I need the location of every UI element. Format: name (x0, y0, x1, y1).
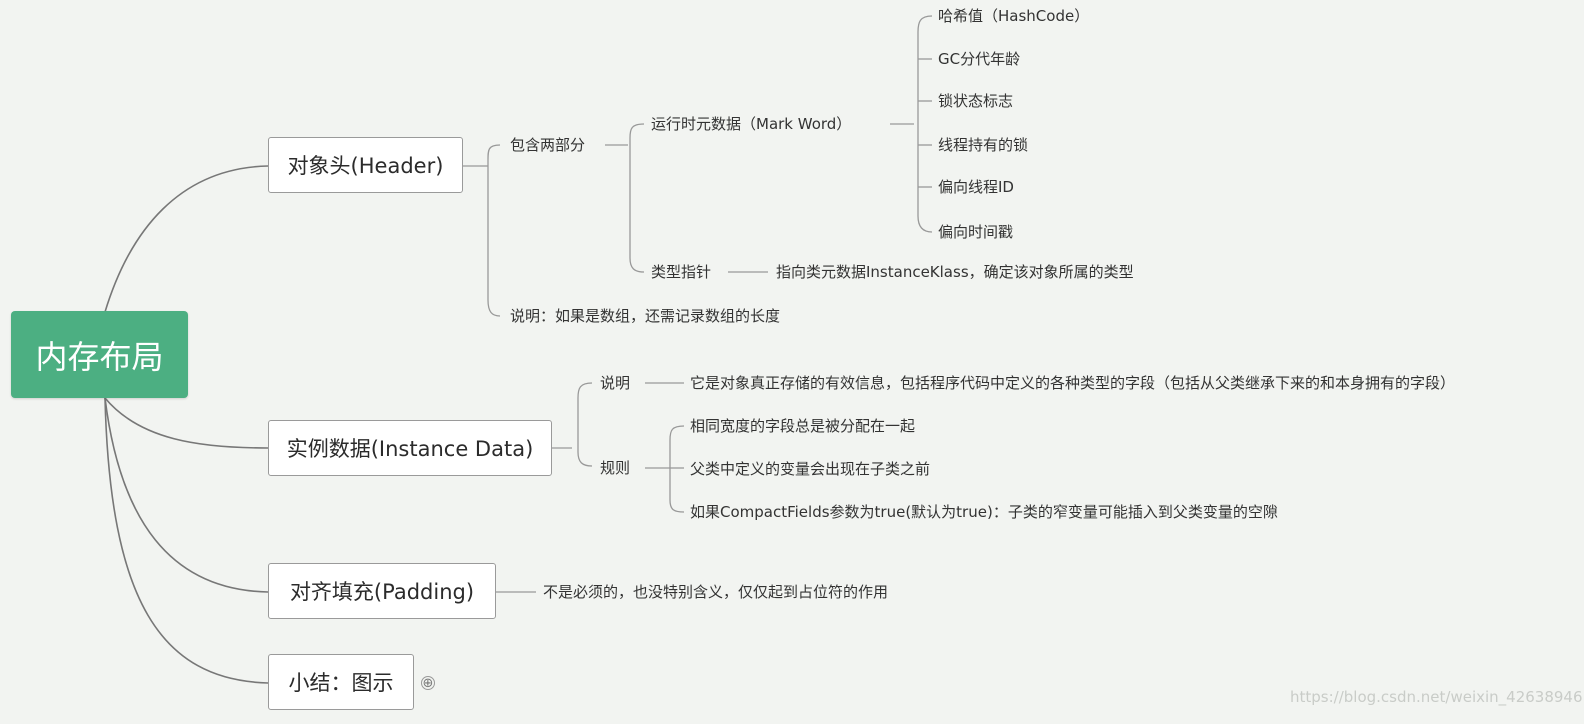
topic-padding[interactable]: 对齐填充(Padding) (268, 563, 496, 619)
topic-summary[interactable]: 小结：图示 (268, 654, 414, 710)
connector-root-padding (104, 397, 269, 593)
type-pointer-node[interactable]: 类型指针 (651, 263, 712, 281)
padding-desc[interactable]: 不是必须的，也没特别含义，仅仅起到占位符的作用 (543, 583, 889, 601)
type-pointer-desc[interactable]: 指向类元数据InstanceKlass，确定该对象所属的类型 (776, 263, 1134, 281)
root-topic[interactable]: 内存布局 (11, 311, 188, 398)
instance-desc-label[interactable]: 说明 (600, 374, 631, 392)
connector-root-header (104, 165, 269, 313)
mark-word-item-biased-epoch[interactable]: 偏向时间戳 (938, 223, 1014, 241)
mark-word-item-gc-age[interactable]: GC分代年龄 (938, 50, 1021, 68)
mark-word-node[interactable]: 运行时元数据（Mark Word） (651, 115, 852, 133)
mark-word-item-held-lock[interactable]: 线程持有的锁 (938, 136, 1029, 154)
instance-rules-label[interactable]: 规则 (600, 459, 631, 477)
connector-root-summary (104, 397, 269, 684)
instance-rule-3[interactable]: 如果CompactFields参数为true(默认为true)：子类的窄变量可能… (690, 503, 1278, 521)
topic-header[interactable]: 对象头(Header) (268, 137, 463, 193)
mark-word-item-lock-flag[interactable]: 锁状态标志 (938, 92, 1014, 110)
mark-word-item-biased-thread[interactable]: 偏向线程ID (938, 178, 1014, 196)
header-array-note[interactable]: 说明：如果是数组，还需记录数组的长度 (510, 307, 781, 325)
watermark: https://blog.csdn.net/weixin_42638946 (1290, 688, 1583, 706)
mark-word-item-hashcode[interactable]: 哈希值（HashCode） (938, 7, 1090, 25)
connector-root-instance (104, 397, 269, 449)
topic-instance-data[interactable]: 实例数据(Instance Data) (268, 420, 552, 476)
instance-rule-1[interactable]: 相同宽度的字段总是被分配在一起 (690, 417, 916, 435)
expand-plus-icon[interactable]: ⊕ (421, 676, 435, 691)
instance-desc-text[interactable]: 它是对象真正存储的有效信息，包括程序代码中定义的各种类型的字段（包括从父类继承下… (690, 374, 1456, 392)
header-contains[interactable]: 包含两部分 (510, 136, 586, 154)
instance-rule-2[interactable]: 父类中定义的变量会出现在子类之前 (690, 460, 931, 478)
